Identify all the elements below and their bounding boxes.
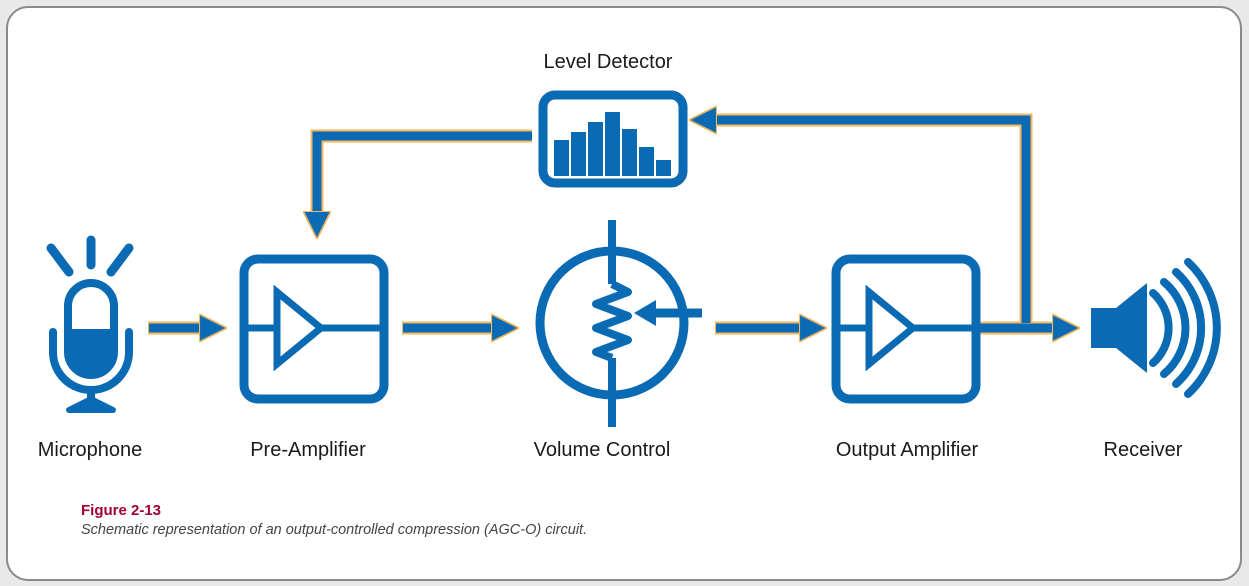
arrow-feedback-to-level-detector [714, 120, 1033, 323]
level-detector-label: Level Detector [543, 51, 673, 73]
arrow-level-detector-to-preamp [317, 129, 532, 214]
microphone-icon [46, 235, 134, 413]
speaker-icon [1091, 258, 1221, 398]
amplifier-icon [836, 284, 976, 372]
volume-control-label: Volume Control [533, 439, 671, 461]
diagram-canvas [46, 90, 1221, 427]
figure-frame: Level Detector Microphone Pre-Amplifier … [6, 6, 1242, 581]
level-detector-block [538, 90, 688, 188]
output-amplifier-block [831, 254, 981, 404]
potentiometer-icon [592, 220, 702, 427]
figure-caption: Schematic representation of an output-co… [81, 522, 588, 538]
output-amplifier-label: Output Amplifier [835, 439, 979, 461]
volume-control-block [535, 220, 702, 427]
receiver-label: Receiver [1103, 439, 1183, 461]
bar-graph-icon [554, 112, 671, 176]
figure-number: Figure 2-13 [81, 502, 162, 519]
pre-amplifier-label: Pre-Amplifier [250, 439, 366, 461]
pre-amplifier-block [239, 254, 389, 404]
amplifier-icon [244, 284, 384, 372]
microphone-label: Microphone [37, 439, 143, 461]
